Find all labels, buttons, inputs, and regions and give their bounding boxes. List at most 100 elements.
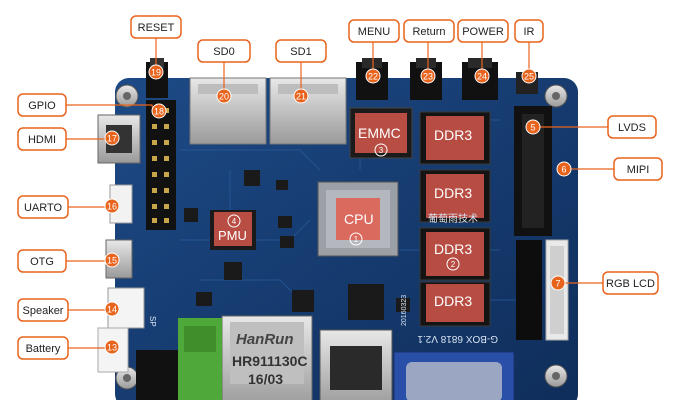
callout-box-sd0 [197, 39, 251, 63]
callout-num-speaker: 14 [107, 305, 117, 315]
callout-uart0: UARTO 16 [17, 195, 120, 219]
callout-box-mipi [613, 157, 663, 181]
callout-box-uart0 [17, 195, 69, 219]
callout-marker-ir [521, 68, 537, 84]
callout-num-power: 24 [477, 72, 487, 82]
gpio-header [146, 100, 176, 230]
callout-marker-mipi [556, 161, 572, 177]
callout-label-menu: MENU [358, 26, 390, 38]
callout-num-sd1: 21 [296, 92, 306, 102]
callout-marker-hdmi [104, 130, 120, 146]
callout-label-sd1: SD1 [290, 46, 311, 58]
callout-marker-return [420, 68, 436, 84]
callout-power: POWER 24 [457, 19, 509, 84]
silk-chinese: 葡萄雨技术 [428, 212, 478, 225]
callout-lvds: LVDS 5 [525, 115, 657, 139]
callout-label-power: POWER [462, 26, 504, 38]
chip-num-ddr3: 2 [451, 260, 456, 269]
callout-num-return: 23 [423, 72, 433, 82]
callout-label-return: Return [412, 26, 445, 38]
callout-gpio: GPIO 18 [17, 93, 167, 119]
callout-num-battery: 13 [107, 343, 117, 353]
callout-marker-otg [104, 252, 120, 268]
callout-marker-power [474, 68, 490, 84]
callout-box-reset [130, 15, 182, 39]
callout-box-return [403, 19, 455, 43]
callout-box-battery [17, 336, 69, 360]
small-components [184, 170, 410, 320]
callout-marker-sd0 [216, 88, 232, 104]
callout-menu: MENU 22 [348, 19, 400, 84]
callout-label-sd0: SD0 [213, 46, 234, 58]
callout-mipi: MIPI 6 [556, 157, 663, 181]
callout-label-gpio: GPIO [28, 100, 56, 112]
callout-label-ir: IR [524, 26, 535, 38]
silk-board: G-BOX 6818 V2.1 [417, 333, 498, 344]
callout-sd0: SD0 20 [197, 39, 251, 104]
callout-box-hdmi [17, 127, 67, 151]
callouts: RESET19SD020SD121MENU22Return23POWER24IR… [17, 15, 663, 360]
callout-num-hdmi: 17 [107, 134, 117, 144]
callout-num-uart0: 16 [107, 202, 117, 212]
chip-num-emmc: 3 [379, 146, 384, 155]
ddr3-chips [419, 111, 491, 327]
callout-label-reset: RESET [138, 22, 175, 34]
callout-num-ir: 25 [524, 72, 534, 82]
chip-markers: 1 2 3 4 [227, 143, 460, 271]
pmu-highlight [214, 212, 252, 246]
callout-label-uart0: UARTO [24, 202, 63, 214]
callout-marker-reset [148, 64, 164, 80]
callout-marker-uart0 [104, 198, 120, 214]
chip-label-emmc: EMMC [358, 125, 401, 141]
callout-ir: IR 25 [514, 19, 544, 84]
callout-box-sd1 [275, 39, 327, 63]
callout-box-speaker [17, 298, 69, 322]
callout-num-rgblcd: 7 [555, 279, 560, 289]
chip-num-pmu: 4 [232, 217, 237, 226]
callout-num-sd0: 20 [219, 92, 229, 102]
silk-hanrun: HanRun [236, 331, 294, 348]
audio-jack [136, 350, 178, 400]
callout-speaker: Speaker 14 [17, 298, 120, 322]
callout-battery: Battery 13 [17, 336, 120, 360]
silk-sp: SP [148, 316, 157, 327]
callout-num-lvds: 5 [530, 123, 535, 133]
callout-sd1: SD1 21 [275, 39, 327, 104]
chip-label-cpu: CPU [344, 211, 374, 227]
callout-label-speaker: Speaker [23, 305, 64, 317]
silk-part: HR911130C [232, 353, 308, 369]
callout-num-otg: 15 [107, 256, 117, 266]
chip-label-ddr3b: DDR3 [434, 185, 472, 201]
callout-box-power [457, 19, 509, 43]
callout-label-rgblcd: RGB LCD [606, 278, 655, 290]
callout-marker-lvds [525, 119, 541, 135]
callout-num-gpio: 18 [154, 107, 164, 117]
callout-num-menu: 22 [368, 72, 378, 82]
callout-label-lvds: LVDS [618, 122, 646, 134]
callout-marker-sd1 [293, 88, 309, 104]
sd-slots [189, 77, 347, 145]
chip-label-ddr3d: DDR3 [434, 293, 472, 309]
callout-num-reset: 19 [151, 68, 161, 78]
callout-label-hdmi: HDMI [28, 134, 56, 146]
silk-datecode: 20160323 [401, 295, 408, 326]
chip-label-pmu: PMU [218, 228, 247, 243]
chip-label-ddr3c: DDR3 [434, 241, 472, 257]
callout-num-mipi: 6 [561, 165, 566, 175]
callout-box-ir [514, 19, 544, 43]
callout-label-mipi: MIPI [627, 164, 650, 176]
callout-box-menu [348, 19, 400, 43]
callout-label-battery: Battery [26, 343, 61, 355]
callout-marker-menu [365, 68, 381, 84]
callout-box-otg [17, 249, 67, 273]
callout-box-lvds [607, 115, 657, 139]
chip-label-ddr3a: DDR3 [434, 127, 472, 143]
mounting-holes [115, 84, 568, 390]
callout-box-gpio [17, 93, 67, 117]
callout-reset: RESET 19 [130, 15, 182, 80]
silk-date: 16/03 [248, 371, 283, 387]
chip-labels: CPU DDR3 DDR3 DDR3 DDR3 EMMC PMU [218, 125, 472, 309]
